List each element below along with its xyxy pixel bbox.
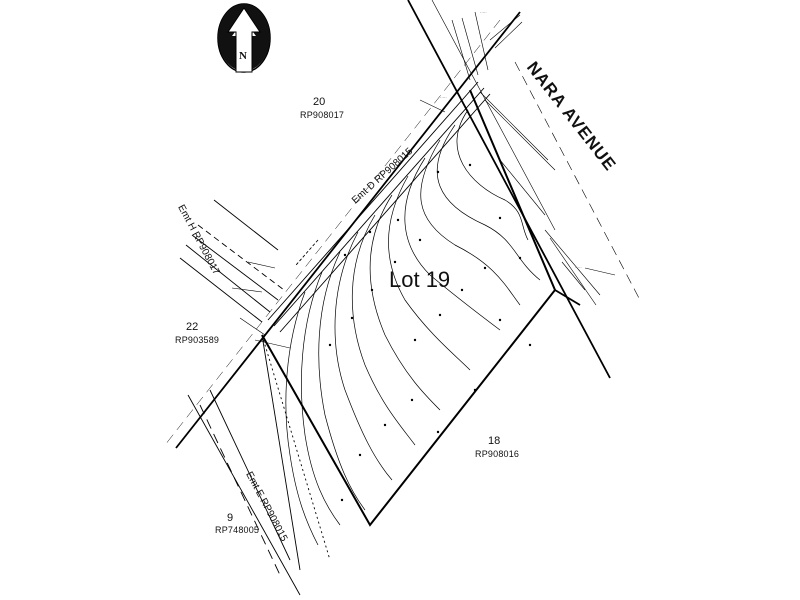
adjacent-lot-22-plan: RP903589 — [175, 335, 220, 345]
easement-h-lines — [179, 199, 285, 323]
survey-mark: ····· — [480, 10, 487, 15]
easement-d-lines — [267, 81, 491, 333]
north-arrow-label: N — [239, 50, 247, 62]
lot-18-boundary — [554, 289, 581, 306]
adjacent-lot-18-number: 18 — [488, 435, 501, 447]
adjacent-lot-9-number: 9 — [227, 512, 234, 524]
north-arrow-icon — [217, 3, 271, 73]
adjacent-lot-20-plan: RP908017 — [300, 110, 345, 120]
adjacent-lot-20-number: 20 — [313, 96, 326, 108]
survey-annotation-clusters — [231, 11, 616, 349]
spot-height-marks — [328, 163, 532, 502]
survey-mark: ····· — [575, 265, 582, 270]
road-boundary-lines — [407, 0, 641, 379]
adjacent-lot-9-plan: RP748005 — [215, 525, 260, 535]
adjacent-lot-22-number: 22 — [186, 321, 199, 333]
easement-e-lines — [187, 334, 331, 596]
contour-lines — [285, 109, 541, 546]
subject-lot-label: Lot 19 — [389, 267, 451, 292]
survey-mark: ····· — [440, 95, 447, 100]
adjacent-lot-18-plan: RP908016 — [475, 449, 520, 459]
lot-19-boundary — [261, 89, 557, 527]
